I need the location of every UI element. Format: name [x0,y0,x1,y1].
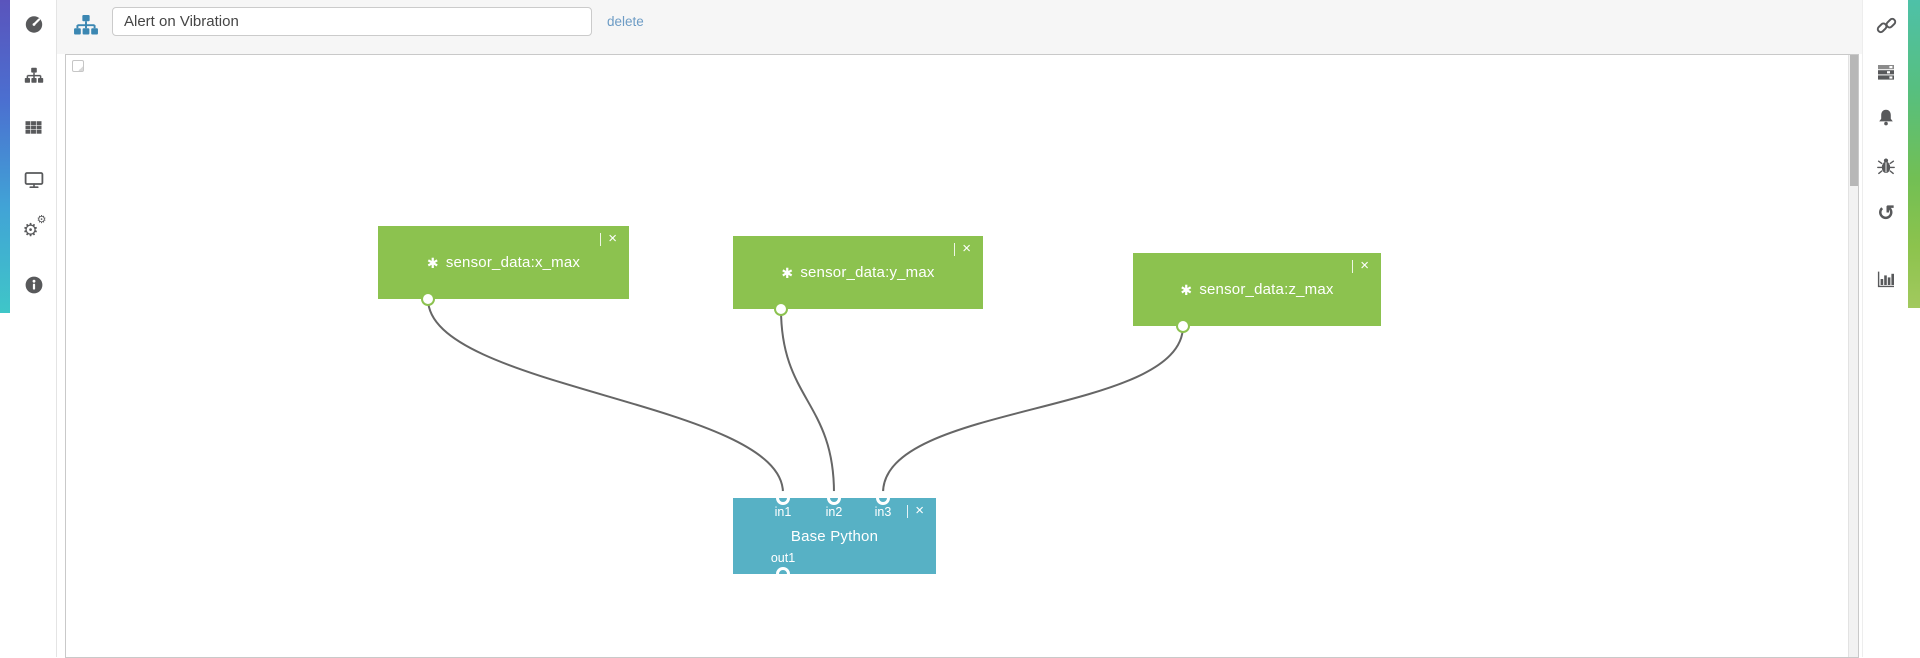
sidebar-item-info[interactable] [10,269,57,301]
flow-node-base_python[interactable]: × Base Python in1 in2 in3 out1 [733,498,936,574]
node-close-button[interactable]: × [907,503,924,518]
debug-bug-icon [1876,156,1896,176]
asterisk-icon: ✱ [426,254,439,271]
delete-workflow-link[interactable]: delete [607,14,644,29]
port-label-in1: in1 [774,505,792,519]
flow-node-sensor_z[interactable]: × ✱sensor_data:z_max [1133,253,1381,326]
history-icon: ↺ [1877,202,1895,225]
port-label-in3: in3 [874,505,892,519]
canvas-select-checkbox[interactable] [72,60,84,72]
flow-node-sensor_x[interactable]: × ✱sensor_data:x_max [378,226,629,299]
data-table-icon [24,118,44,138]
canvas-scrollbar-thumb[interactable] [1850,55,1858,186]
node-close-button[interactable]: × [600,231,617,246]
asterisk-icon: ✱ [1180,281,1193,298]
sidebar-item-settings[interactable]: ⚙⚙ [10,214,57,248]
sidebar-item-data-tables[interactable] [10,112,57,144]
devices-monitor-icon [24,170,44,190]
tasks-icon [1876,62,1896,82]
port-label-in2: in2 [825,505,843,519]
node-label: ✱sensor_data:y_max [781,264,935,281]
workflow-toolbar: delete [57,0,1862,54]
node-close-button[interactable]: × [1352,258,1369,273]
stats-chart-icon [1876,269,1896,289]
info-icon [24,275,44,295]
settings-gears-icon: ⚙⚙ [22,214,47,241]
flow-canvas[interactable]: × ✱sensor_data:x_max × ✱sensor_data:y_max × ✱… [65,54,1859,658]
node-label: Base Python [790,527,879,545]
notifications-bell-icon [1876,108,1896,128]
sidebar-item-stats[interactable] [1863,263,1909,295]
workflow-sitemap-icon [73,14,99,45]
sidebar-item-workflows[interactable] [10,61,57,93]
sidebar-item-links[interactable] [1863,9,1909,41]
left-sidebar: ⚙⚙ [0,0,57,657]
workflow-name-input[interactable] [112,7,592,36]
node-layer: × ✱sensor_data:x_max × ✱sensor_data:y_max × ✱… [66,55,1858,657]
right-gradient-strip [1908,0,1920,308]
asterisk-icon: ✱ [781,264,794,281]
flow-node-sensor_y[interactable]: × ✱sensor_data:y_max [733,236,983,309]
sidebar-item-history[interactable]: ↺ [1863,198,1909,230]
sidebar-item-debug[interactable] [1863,150,1909,182]
right-sidebar: ↺ [1862,0,1920,657]
node-close-button[interactable]: × [954,241,971,256]
link-icon [1876,15,1897,36]
sidebar-item-notifications[interactable] [1863,102,1909,134]
port-label-out1: out1 [770,551,796,565]
sidebar-item-devices[interactable] [10,164,57,196]
sidebar-item-dashboards[interactable] [10,8,57,40]
node-label: ✱sensor_data:x_max [426,254,581,271]
workflows-sitemap-icon [24,67,44,87]
canvas-scrollbar[interactable] [1848,55,1858,657]
sidebar-item-properties[interactable] [1863,56,1909,88]
node-label: ✱sensor_data:z_max [1180,281,1334,298]
dashboard-gauge-icon [24,14,44,34]
left-gradient-strip [0,0,10,313]
